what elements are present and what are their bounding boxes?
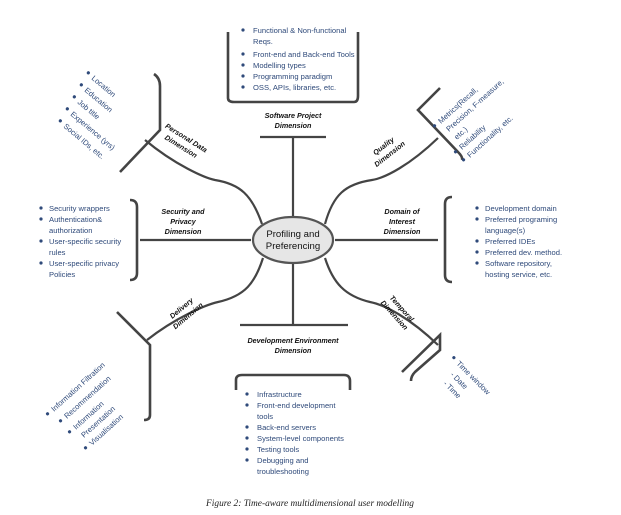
list-temporal: Time window - Date - Time xyxy=(442,356,492,400)
list-item: hosting service, etc. xyxy=(485,270,552,279)
label-dev-environment-1: Development Environment xyxy=(247,336,339,345)
label-software-project-2: Dimension xyxy=(275,121,312,130)
list-delivery: Information Filtration Recommendation In… xyxy=(45,360,125,450)
bullet xyxy=(39,239,43,243)
bullet xyxy=(58,419,63,423)
list-dev-environment: Infrastructure Front-end development too… xyxy=(245,390,344,476)
center-label-line2: Preferencing xyxy=(266,241,320,252)
bracket-temporal xyxy=(401,331,442,382)
list-item: Preferred programing xyxy=(485,215,557,224)
bullet xyxy=(241,52,245,56)
bullet xyxy=(245,447,249,451)
list-item: rules xyxy=(49,248,66,257)
bullet xyxy=(39,206,43,210)
bullet xyxy=(475,206,479,210)
list-item: Programming paradigm xyxy=(253,72,332,81)
list-item: Policies xyxy=(49,270,75,279)
list-item: Reqs. xyxy=(253,37,273,46)
list-item: authorization xyxy=(49,226,92,235)
list-item: Development domain xyxy=(485,204,557,213)
list-item: Authentication& xyxy=(49,215,102,224)
label-domain-interest-2: Interest xyxy=(389,217,416,226)
list-item: Front-end and Back-end Tools xyxy=(253,50,355,59)
bullet xyxy=(245,458,249,462)
list-item: Infrastructure xyxy=(257,390,302,399)
list-item: Debugging and xyxy=(257,456,309,465)
center-ellipse xyxy=(251,215,335,265)
bullet xyxy=(45,412,50,416)
list-item: troubleshooting xyxy=(257,467,309,476)
label-security-privacy-3: Dimension xyxy=(165,227,202,236)
spoke-upper-right xyxy=(323,137,439,225)
list-item: Testing tools xyxy=(257,445,299,454)
hub-lines xyxy=(140,135,439,346)
list-item: tools xyxy=(257,412,273,421)
bullet xyxy=(241,85,245,89)
bullet xyxy=(475,239,479,243)
list-personal-data: Location Education Job title Experience … xyxy=(58,71,117,161)
bracket-dev-environment xyxy=(234,373,352,390)
bullet xyxy=(475,217,479,221)
spoke-lower-right xyxy=(323,257,439,346)
center-label-line1: Profiling and xyxy=(266,229,319,240)
bullet xyxy=(245,436,249,440)
bullet xyxy=(245,425,249,429)
list-item: Back-end servers xyxy=(257,423,316,432)
list-item: Modelling types xyxy=(253,61,306,70)
bullet xyxy=(453,150,458,154)
list-item: OSS, APIs, libraries, etc. xyxy=(253,83,336,92)
bullet xyxy=(65,107,69,111)
list-security-privacy: Security wrappers Authentication& author… xyxy=(39,204,121,279)
figure-caption: Figure 2: Time-aware multidimensional us… xyxy=(205,499,414,509)
bullet xyxy=(67,430,72,434)
bullet xyxy=(72,95,76,99)
brackets xyxy=(116,32,464,422)
list-item: User-specific security xyxy=(49,237,121,246)
bullet xyxy=(241,28,245,32)
bracket-software-project xyxy=(226,32,360,104)
bullet xyxy=(241,74,245,78)
list-domain-interest: Development domain Preferred programing … xyxy=(475,204,562,279)
label-dev-environment-2: Dimension xyxy=(275,346,312,355)
center-node: Profiling and Preferencing xyxy=(251,215,335,265)
bullet xyxy=(461,158,466,162)
bullet xyxy=(39,261,43,265)
list-item: Security wrappers xyxy=(49,204,110,213)
label-software-project-1: Software Project xyxy=(265,111,322,120)
list-quality: Metrics(Recall, Precision, F-measure, et… xyxy=(432,77,515,162)
list-software-project: Functional & Non-functional Reqs. Front-… xyxy=(241,26,355,92)
bracket-domain-interest xyxy=(443,195,453,284)
bullet xyxy=(241,63,245,67)
bullet xyxy=(58,119,62,123)
bullet xyxy=(79,83,83,87)
list-item: User-specific privacy xyxy=(49,259,119,268)
bullet xyxy=(475,250,479,254)
list-item: language(s) xyxy=(485,226,526,235)
list-item: Functional & Non-functional xyxy=(253,26,347,35)
bullet xyxy=(452,356,456,360)
spoke-upper-left xyxy=(144,139,264,225)
label-domain-interest-3: Dimension xyxy=(384,227,421,236)
list-item: System-level components xyxy=(257,434,344,443)
list-item: Preferred dev. method. xyxy=(485,248,562,257)
list-item: Software repository, xyxy=(485,259,552,268)
bullet xyxy=(245,392,249,396)
bullet xyxy=(39,217,43,221)
spoke-lower-left xyxy=(146,257,265,341)
bullet xyxy=(83,446,88,450)
list-item: Front-end development xyxy=(257,401,336,410)
bullet xyxy=(475,261,479,265)
bullet xyxy=(245,403,249,407)
bracket-security-privacy xyxy=(129,198,139,282)
bracket-delivery xyxy=(116,311,152,422)
label-domain-interest-1: Domain of xyxy=(384,207,420,216)
bullet xyxy=(432,124,437,128)
label-security-privacy-1: Security and xyxy=(161,207,205,216)
label-security-privacy-2: Privacy xyxy=(170,217,197,226)
bracket-personal-data xyxy=(119,72,162,173)
list-item: Preferred IDEs xyxy=(485,237,535,246)
bullet xyxy=(86,71,90,75)
